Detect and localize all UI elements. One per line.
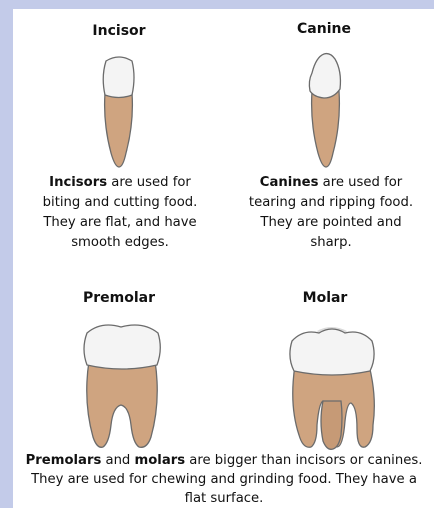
- molar-illustration: [285, 325, 379, 453]
- canine-illustration: [304, 51, 348, 169]
- canine-title: Canine: [244, 21, 404, 37]
- incisor-desc-bold: Incisors: [49, 175, 107, 190]
- content-card: Incisor Incisors are used for biting and…: [13, 9, 434, 508]
- footer-and: and: [101, 453, 134, 468]
- footer-description: Premolars and molars are bigger than inc…: [19, 451, 429, 508]
- premolar-illustration: [81, 321, 165, 451]
- incisor-description: Incisors are used for biting and cutting…: [31, 173, 209, 253]
- premolar-title: Premolar: [39, 290, 199, 306]
- premolars-bold: Premolars: [26, 453, 102, 468]
- incisor-title: Incisor: [39, 23, 199, 39]
- incisor-illustration: [97, 53, 141, 169]
- canine-desc-bold: Canines: [260, 175, 319, 190]
- molars-bold: molars: [135, 453, 186, 468]
- canine-description: Canines are used for tearing and ripping…: [241, 173, 421, 253]
- molar-title: Molar: [245, 290, 405, 306]
